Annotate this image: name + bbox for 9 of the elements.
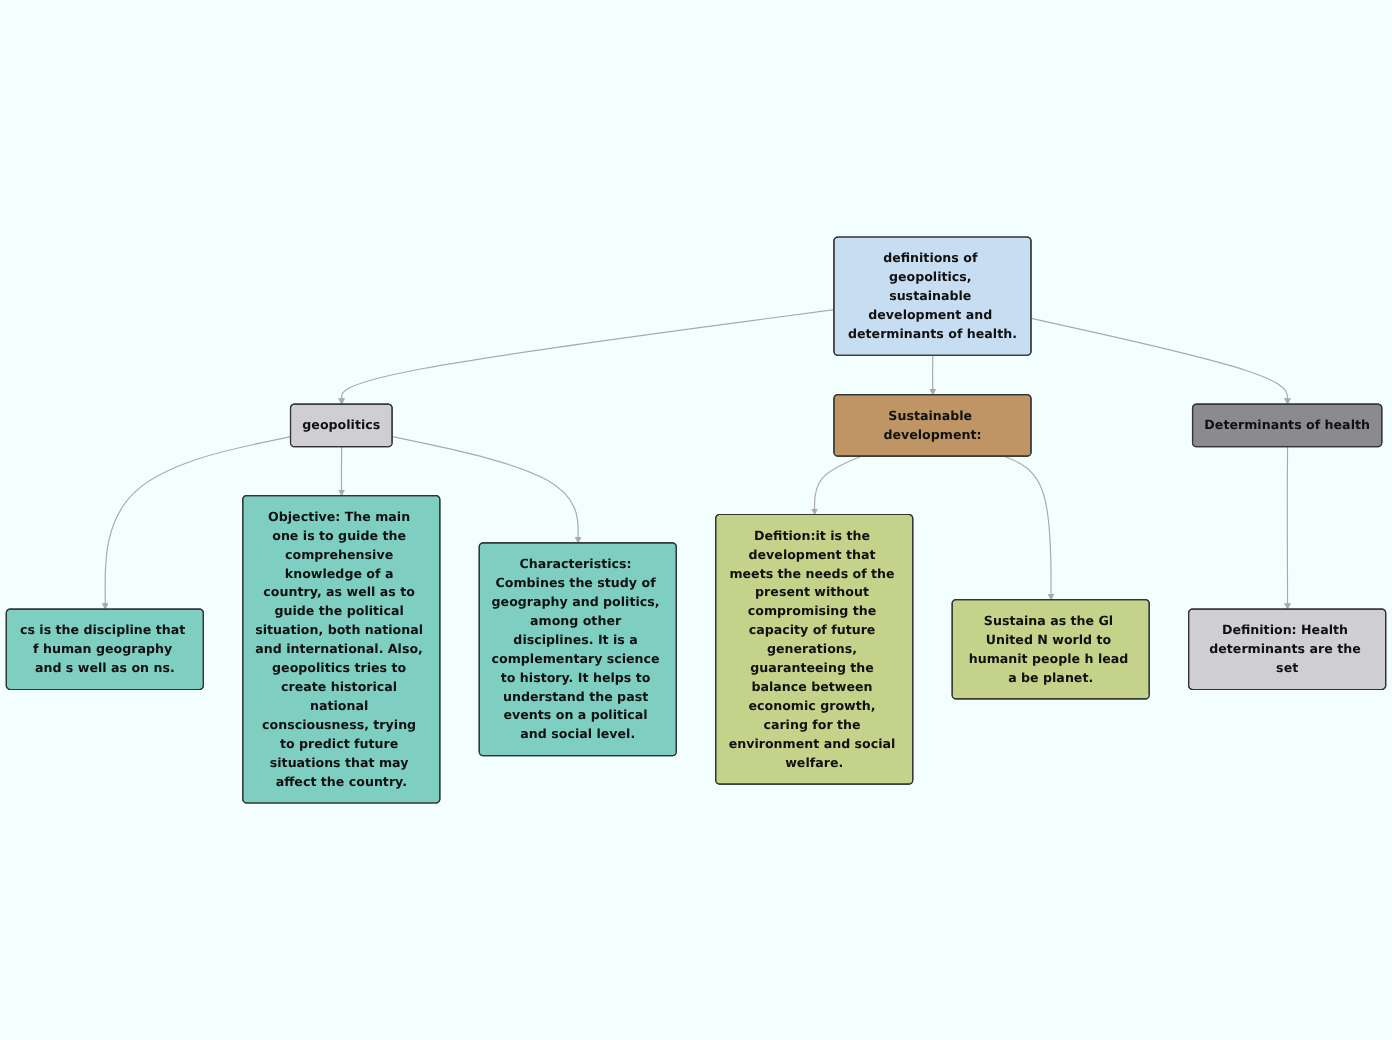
arrow (338, 446, 346, 497)
arrow (811, 455, 862, 516)
arrow (391, 436, 582, 544)
arrow (1004, 455, 1055, 601)
arrow (338, 309, 835, 405)
arrow (929, 355, 937, 396)
arrow (1284, 446, 1291, 610)
arrow (1030, 317, 1291, 405)
arrow (101, 436, 292, 610)
